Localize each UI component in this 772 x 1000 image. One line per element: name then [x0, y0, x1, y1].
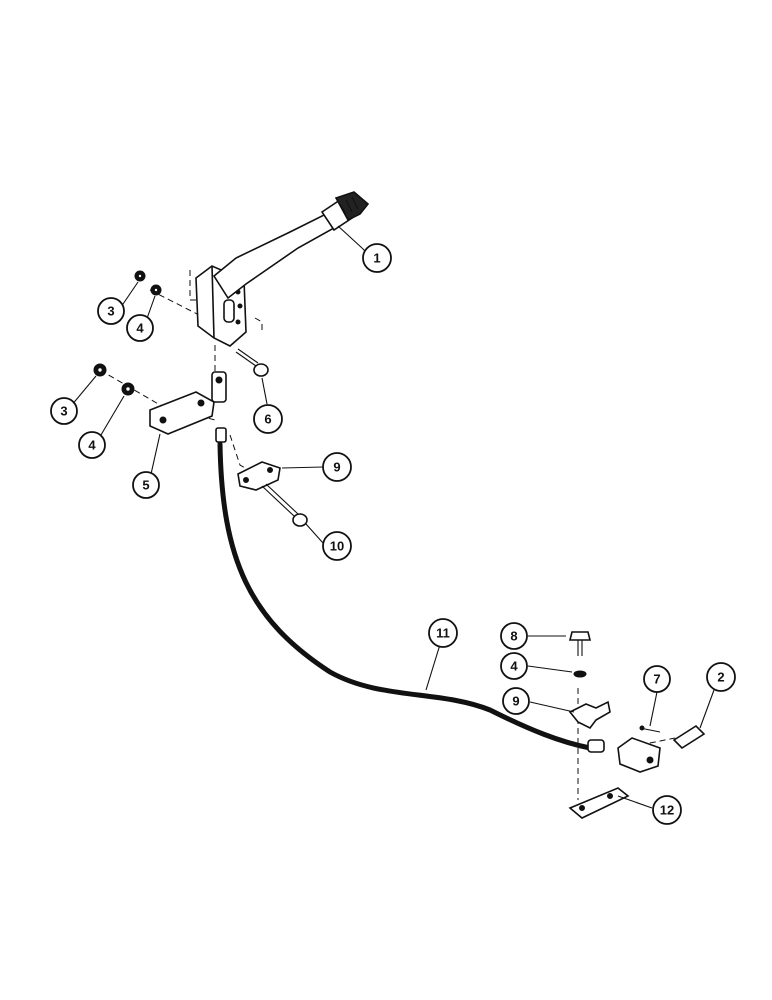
callout-6: 6 [253, 404, 283, 434]
svg-text:3: 3 [107, 304, 114, 319]
hand-brake-lever [195, 191, 370, 347]
svg-text:11: 11 [436, 626, 450, 641]
clevis-pin-2 [672, 724, 706, 750]
callout-4-right: 4 [500, 652, 528, 680]
svg-text:4: 4 [88, 438, 96, 453]
svg-text:5: 5 [142, 478, 149, 493]
svg-text:10: 10 [330, 539, 344, 554]
bolt-8 [568, 631, 592, 656]
svg-text:2: 2 [717, 670, 724, 685]
callout-7: 7 [643, 665, 671, 693]
callout-12: 12 [652, 795, 682, 825]
callout-4-upper: 4 [126, 314, 154, 342]
svg-text:3: 3 [60, 404, 67, 419]
cable-clevis-bottom [587, 737, 661, 773]
washer-4-lower [573, 670, 587, 678]
callout-1: 1 [362, 243, 392, 273]
cable-clevis-top [211, 371, 227, 443]
callout-3-upper: 3 [97, 297, 125, 325]
svg-text:9: 9 [333, 460, 340, 475]
callout-2: 2 [706, 662, 736, 692]
callout-11: 11 [428, 618, 458, 648]
bolt-6 [235, 348, 269, 377]
svg-text:7: 7 [653, 672, 660, 687]
svg-text:8: 8 [510, 629, 517, 644]
svg-text:12: 12 [660, 803, 674, 818]
bracket-plate-12 [568, 787, 630, 819]
mounting-plate [149, 391, 215, 435]
clamp-lower [568, 700, 611, 730]
bolt-10 [261, 483, 308, 527]
nut-washer-upper [134, 270, 162, 296]
cotter-pin-7 [639, 725, 661, 733]
svg-text:6: 6 [264, 412, 271, 427]
callout-9-upper: 9 [322, 452, 352, 482]
brake-cable [217, 441, 593, 751]
svg-text:4: 4 [136, 321, 144, 336]
assembly-lines [99, 270, 691, 800]
svg-text:9: 9 [512, 694, 519, 709]
svg-text:4: 4 [510, 659, 518, 674]
callout-leaders [70, 247, 715, 809]
clamp-upper [237, 461, 281, 491]
nut-washer-lower [93, 363, 135, 396]
svg-text:1: 1 [373, 251, 380, 266]
callout-5: 5 [132, 471, 160, 499]
callout-8: 8 [500, 622, 528, 650]
callout-4-lower: 4 [78, 431, 106, 459]
callout-10: 10 [322, 531, 352, 561]
callout-3-lower: 3 [50, 397, 78, 425]
callout-9-lower: 9 [502, 687, 530, 715]
